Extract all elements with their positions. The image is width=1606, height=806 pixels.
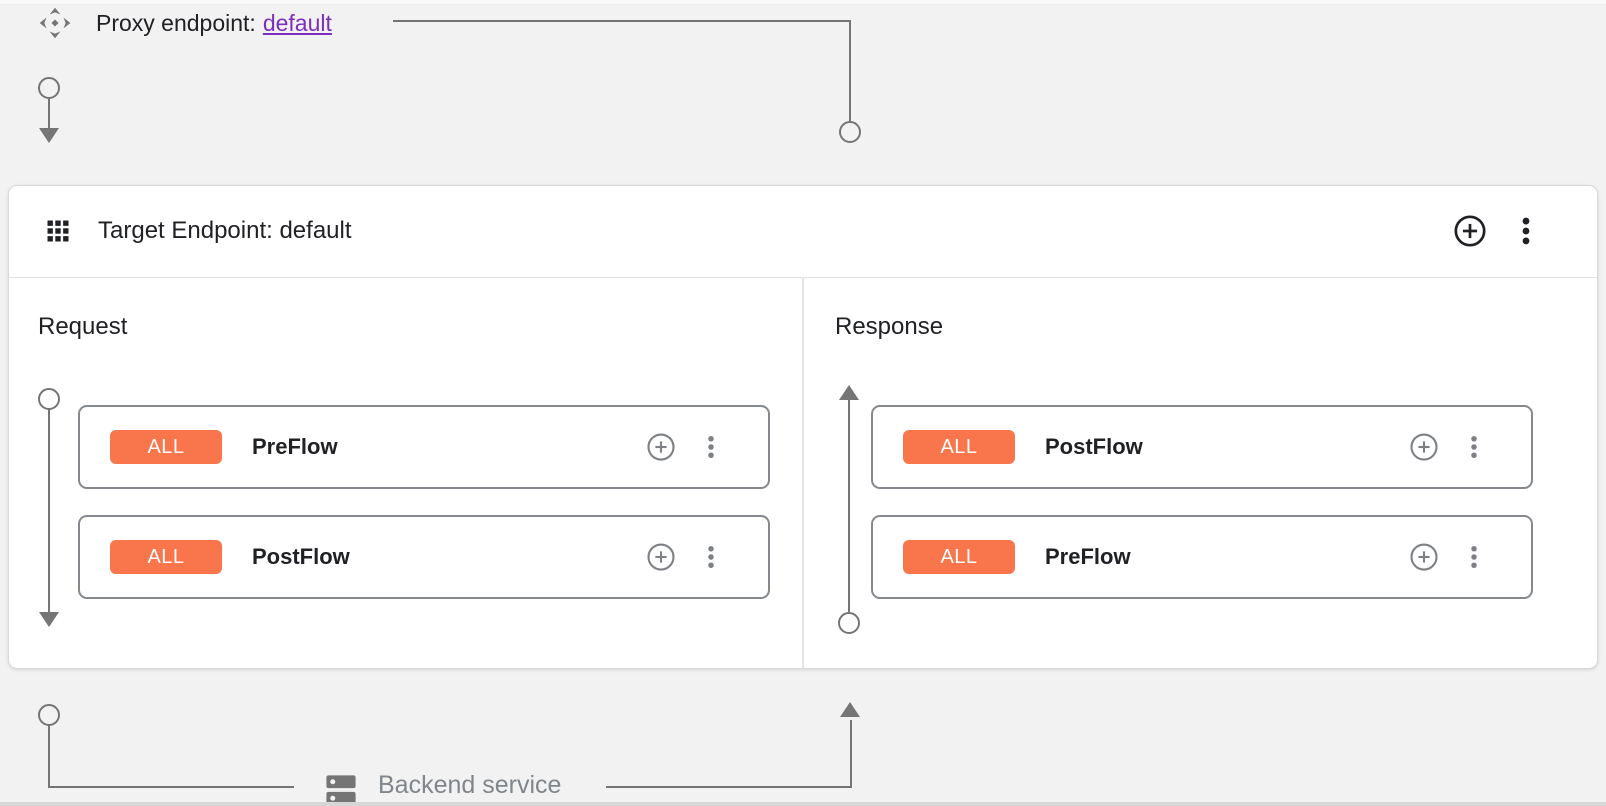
request-inbound-line <box>48 98 50 128</box>
flow-card-request-preflow[interactable]: ALL PreFlow <box>78 405 770 489</box>
flow-menu-button[interactable] <box>1459 542 1489 572</box>
backend-outbound-hline <box>48 786 294 788</box>
grid-icon <box>44 217 72 245</box>
endpoint-menu-button[interactable] <box>1509 214 1543 248</box>
backend-return-hline <box>606 786 852 788</box>
condition-badge: ALL <box>110 430 222 464</box>
proxy-endpoint-text: Proxy endpoint: <box>96 9 256 36</box>
backend-return-arrow <box>840 702 860 717</box>
connector-proxy-end-circle <box>839 121 861 143</box>
backend-outbound-vline <box>48 725 50 787</box>
flow-card-response-postflow[interactable]: ALL PostFlow <box>871 405 1533 489</box>
request-rail-arrow <box>39 612 59 627</box>
flow-label: PreFlow <box>1045 544 1131 569</box>
top-edge <box>0 0 1606 5</box>
response-panel-title: Response <box>835 313 944 340</box>
add-policy-button[interactable] <box>646 432 676 462</box>
request-panel-title: Request <box>38 313 128 340</box>
connector-proxy-horizontal <box>393 20 851 22</box>
response-rail-line <box>848 400 850 612</box>
flow-label: PostFlow <box>1045 434 1143 459</box>
proxy-endpoint-label: Proxy endpoint:default <box>96 10 332 37</box>
response-rail-start-circle <box>838 612 860 634</box>
backend-service-label: Backend service <box>378 771 562 799</box>
flow-card-request-postflow[interactable]: ALL PostFlow <box>78 515 770 599</box>
flow-menu-button[interactable] <box>1459 432 1489 462</box>
add-policy-button[interactable] <box>1409 542 1439 572</box>
target-endpoint-header: Target Endpoint: default <box>8 185 1598 278</box>
add-flow-button[interactable] <box>1453 214 1487 248</box>
proxy-endpoint-icon <box>38 6 72 40</box>
request-inbound-arrow <box>39 128 59 143</box>
flow-menu-button[interactable] <box>696 542 726 572</box>
response-rail-arrow <box>839 385 859 400</box>
bottom-edge <box>0 802 1606 806</box>
request-rail-line <box>48 409 50 612</box>
connector-proxy-vertical <box>849 20 851 122</box>
dns-icon <box>322 771 360 806</box>
backend-outbound-circle <box>38 704 60 726</box>
request-inbound-circle <box>38 77 60 99</box>
proxy-endpoint-row: Proxy endpoint:default <box>38 6 332 40</box>
condition-badge: ALL <box>903 430 1015 464</box>
add-policy-button[interactable] <box>1409 432 1439 462</box>
condition-badge: ALL <box>110 540 222 574</box>
flow-label: PostFlow <box>252 544 350 569</box>
add-policy-button[interactable] <box>646 542 676 572</box>
proxy-endpoint-link[interactable]: default <box>262 9 332 36</box>
target-endpoint-title: Target Endpoint: default <box>98 217 352 244</box>
backend-return-vline <box>850 720 852 787</box>
flow-card-response-preflow[interactable]: ALL PreFlow <box>871 515 1533 599</box>
request-rail-start-circle <box>38 388 60 410</box>
condition-badge: ALL <box>903 540 1015 574</box>
flow-menu-button[interactable] <box>696 432 726 462</box>
panel-divider <box>802 278 804 669</box>
flow-label: PreFlow <box>252 434 338 459</box>
